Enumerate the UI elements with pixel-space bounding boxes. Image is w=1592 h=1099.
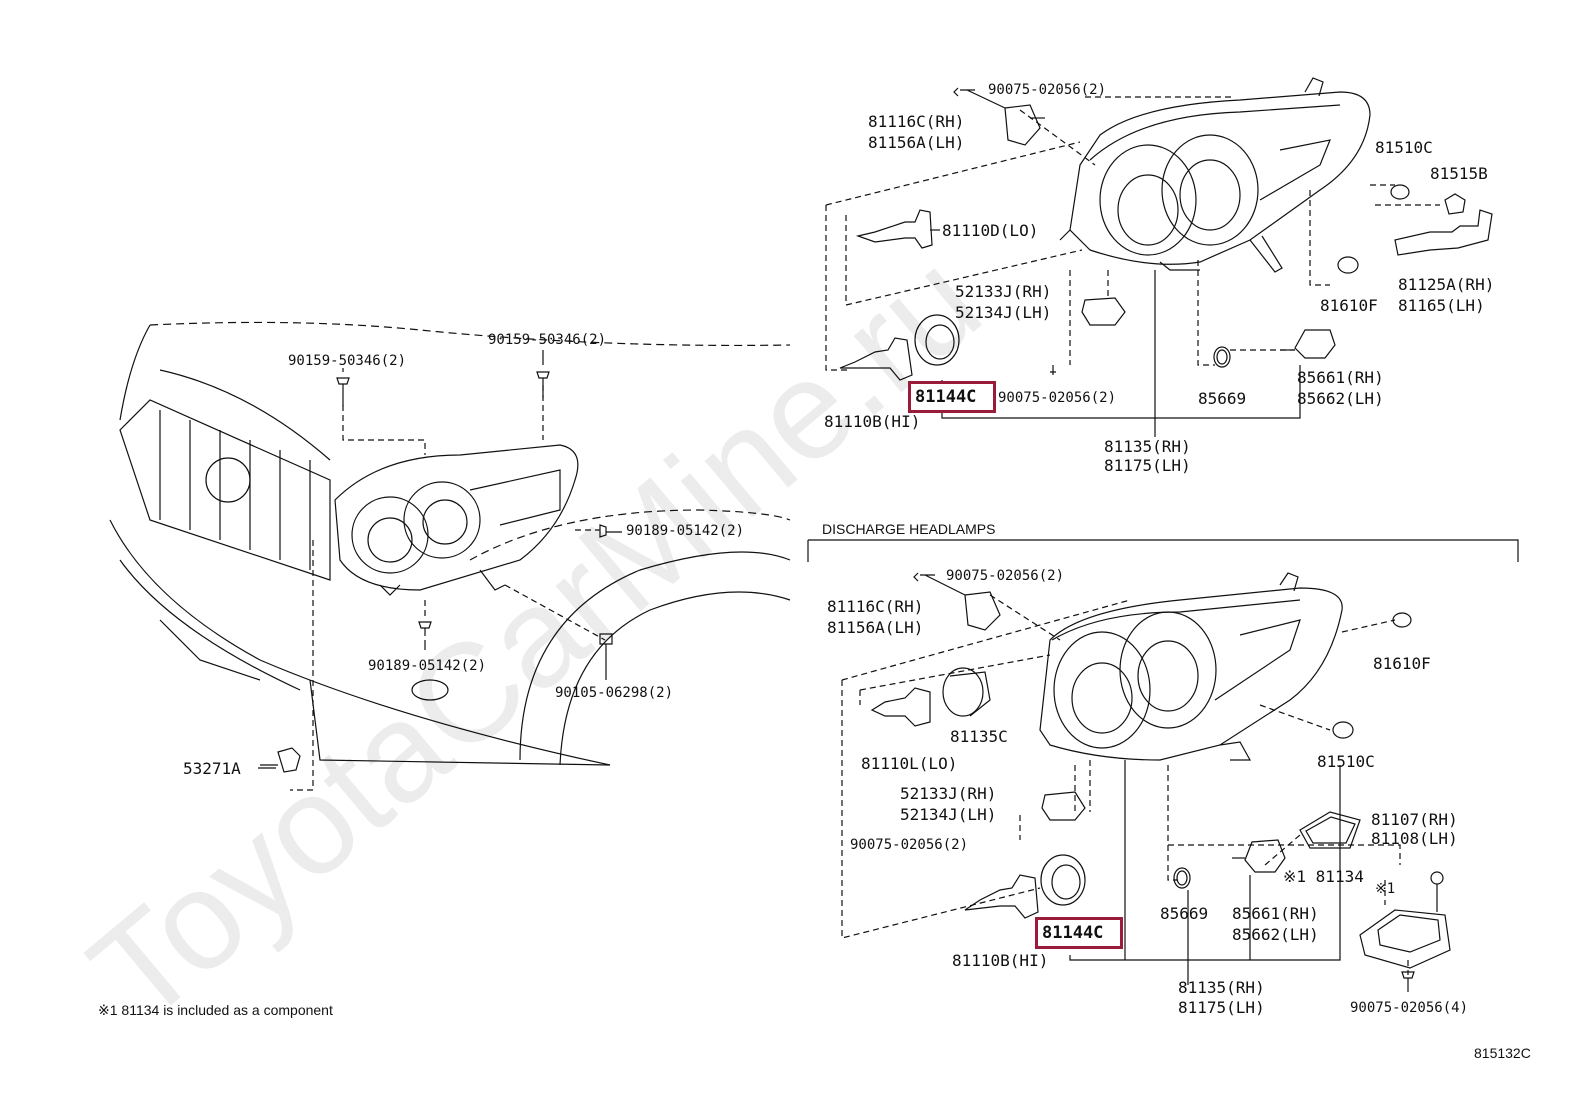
label-upper-assy-lh: 81175(LH) (1104, 456, 1191, 475)
footnote: ※1 81134 is included as a component (98, 1002, 333, 1018)
label-lower-81510c: 81510C (1317, 752, 1375, 771)
highlight-upper-81144c: 81144C (908, 381, 996, 413)
label-lower-screw-mid: 90075-02056(2) (850, 837, 969, 853)
label-lower-bracket-rh: 81116C(RH) (827, 597, 924, 616)
label-upper-81610f: 81610F (1320, 296, 1378, 315)
label-upper-bulb-lo: 81110D(LO) (942, 221, 1039, 240)
label-lower-bulb-hi: 81110B(HI) (952, 951, 1049, 970)
label-90189-05142-upper: 90189-05142(2) (626, 523, 745, 539)
label-upper-socket-rh: 85661(RH) (1297, 368, 1384, 387)
label-upper-screw-top: 90075-02056(2) (988, 82, 1107, 98)
label-upper-screw-mid: 90075-02056(2) (998, 390, 1117, 406)
diagram-code: 815132C (1474, 1045, 1531, 1061)
label-lower-81610f: 81610F (1373, 654, 1431, 673)
label-upper-bulb-hi: 81110B(HI) (824, 412, 921, 431)
label-lower-screw-top: 90075-02056(2) (946, 568, 1065, 584)
label-lower-ballast-lh: 81108(LH) (1371, 829, 1458, 848)
label-lower-socket-lh: 85662(LH) (1232, 925, 1319, 944)
label-lower-adjuster-rh: 52133J(RH) (900, 784, 997, 803)
section-title-discharge: DISCHARGE HEADLAMPS (822, 521, 996, 537)
label-lower-ballast-note: ※1 (1375, 881, 1396, 897)
label-lower-bracket-lh: 81156A(LH) (827, 618, 924, 637)
label-upper-adjuster-lh: 52134J(LH) (955, 303, 1052, 322)
label-lower-adjuster-lh: 52134J(LH) (900, 805, 997, 824)
label-upper-adjuster-rh: 52133J(RH) (955, 282, 1052, 301)
upper-headlamp-assembly (825, 77, 1493, 437)
label-lower-ballast-rh: 81107(RH) (1371, 810, 1458, 829)
highlight-lower-81144c: 81144C (1035, 917, 1123, 949)
label-upper-assy-rh: 81135(RH) (1104, 437, 1191, 456)
label-lower-oring: 85669 (1160, 904, 1209, 923)
label-upper-81510c: 81510C (1375, 138, 1433, 157)
label-lower-screw-bottom: 90075-02056(4) (1350, 1000, 1469, 1016)
label-lower-assy-rh: 81135(RH) (1178, 978, 1265, 997)
label-90189-05142-lower: 90189-05142(2) (368, 658, 487, 674)
label-lower-81135c: 81135C (950, 727, 1008, 746)
discharge-headlamp-assembly (807, 539, 1519, 992)
label-upper-bracket-rh: 81116C(RH) (868, 112, 965, 131)
label-53271a: 53271A (183, 759, 241, 778)
label-90105-06298: 90105-06298(2) (555, 685, 674, 701)
label-upper-oring: 85669 (1198, 389, 1247, 408)
label-upper-socket-lh: 85662(LH) (1297, 389, 1384, 408)
label-lower-bulb-lo: 81110L(LO) (861, 754, 958, 773)
vehicle-front-view (109, 321, 791, 791)
label-upper-side-lh: 81165(LH) (1398, 296, 1485, 315)
label-90159-50346-left: 90159-50346(2) (288, 353, 407, 369)
label-90159-50346-right: 90159-50346(2) (488, 332, 607, 348)
label-lower-assy-lh: 81175(LH) (1178, 998, 1265, 1017)
label-upper-81515b: 81515B (1430, 164, 1488, 183)
label-lower-gasket: ※1 81134 (1283, 867, 1364, 886)
label-upper-side-rh: 81125A(RH) (1398, 275, 1495, 294)
label-upper-bracket-lh: 81156A(LH) (868, 133, 965, 152)
label-lower-socket-rh: 85661(RH) (1232, 904, 1319, 923)
